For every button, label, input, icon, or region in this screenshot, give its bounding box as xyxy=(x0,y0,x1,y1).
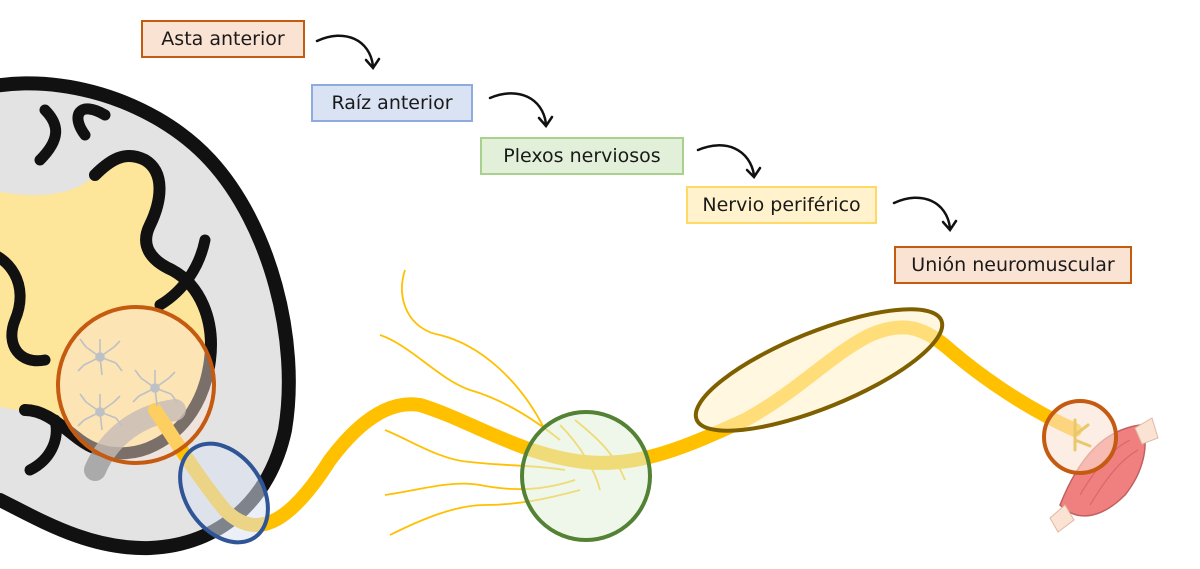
sulcus-line-bottom xyxy=(24,414,62,476)
sulcus-line-left xyxy=(0,244,51,367)
neuron-3 xyxy=(132,369,178,407)
fiber-2 xyxy=(379,334,561,441)
peripheral-nerve-ellipse xyxy=(693,307,945,433)
plexus-circle xyxy=(520,410,652,542)
step-label: Asta anterior xyxy=(161,28,285,50)
arrow-3 xyxy=(696,144,762,179)
step-box-union-neuromuscular: Unión neuromuscular xyxy=(894,246,1132,284)
step-label: Raíz anterior xyxy=(331,92,453,114)
arrow-2 xyxy=(488,92,554,129)
step-box-nervio-periferico: Nervio periférico xyxy=(686,186,877,224)
anterior-root-ellipse xyxy=(178,441,270,545)
arrow-4 xyxy=(892,196,958,233)
curved-arrow-icon xyxy=(315,34,958,233)
gray-matter xyxy=(0,156,211,454)
neuron-1 xyxy=(77,338,123,376)
nerve-terminal xyxy=(1073,418,1092,452)
step-label: Plexos nerviosos xyxy=(503,145,661,167)
anterior-horn-circle xyxy=(56,305,216,465)
step-box-asta-anterior: Asta anterior xyxy=(141,20,305,58)
sulcus-line-top xyxy=(72,103,111,141)
step-label: Unión neuromuscular xyxy=(911,254,1115,276)
neuromuscular-junction-circle xyxy=(1042,399,1118,475)
muscle-tendon-bottom xyxy=(1049,504,1075,533)
step-label: Nervio periférico xyxy=(702,194,861,216)
neuron-icon xyxy=(77,338,178,431)
sulcus-line-upper xyxy=(34,104,62,166)
muscle-icon xyxy=(1049,417,1159,533)
neuron-2 xyxy=(77,393,123,431)
fiber-1 xyxy=(401,269,546,431)
step-box-plexos-nerviosos: Plexos nerviosos xyxy=(480,137,684,175)
sulcus-line-right xyxy=(154,234,211,311)
arrow-1 xyxy=(315,34,381,71)
step-box-raiz-anterior: Raíz anterior xyxy=(311,84,473,122)
muscle-tendon-top xyxy=(1134,417,1159,445)
